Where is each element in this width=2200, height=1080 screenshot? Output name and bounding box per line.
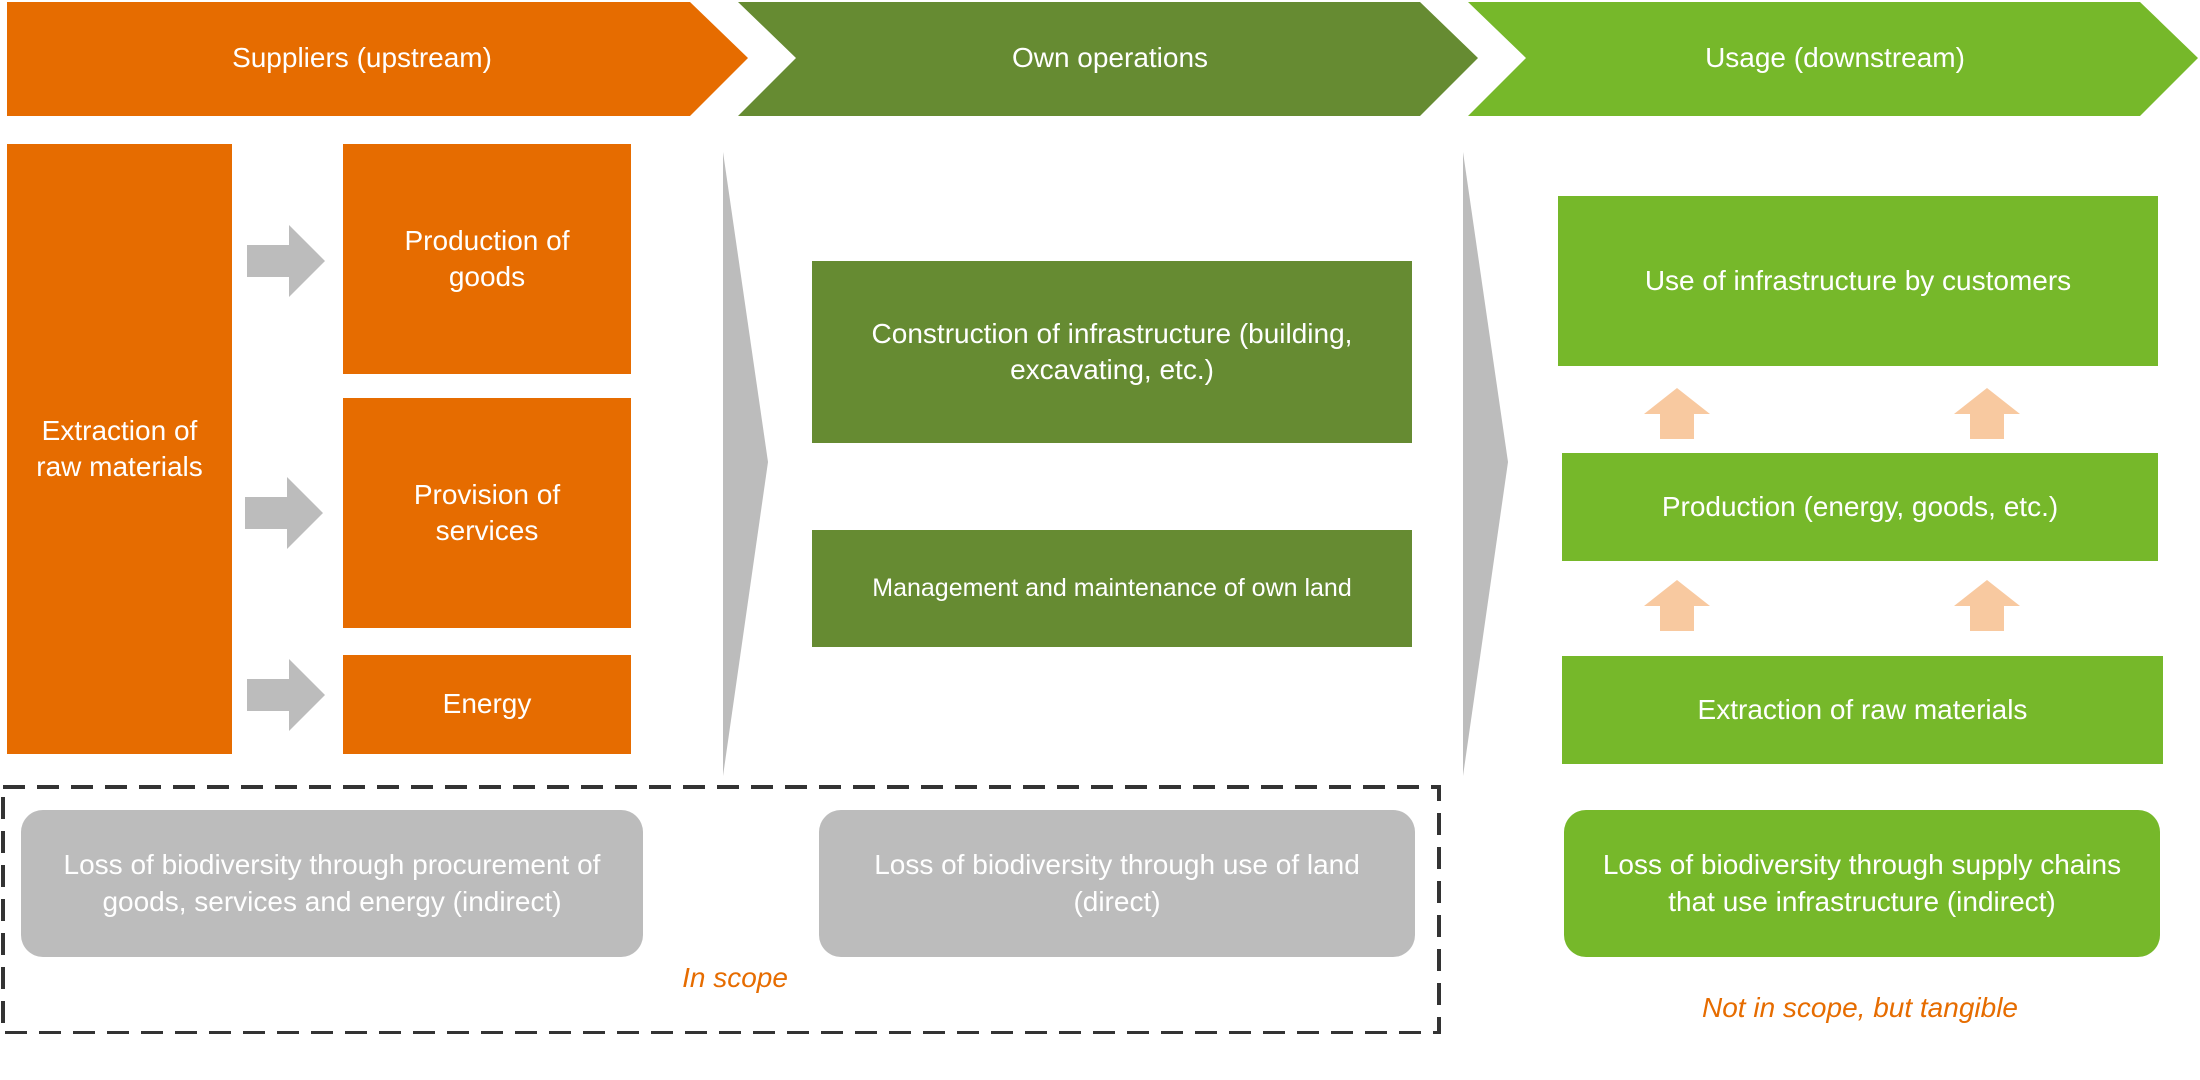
up-arrow-icon — [1954, 580, 2020, 631]
header-chevron-own — [738, 2, 1478, 116]
box-energy: Energy — [343, 655, 631, 754]
header-chevron-usage — [1468, 2, 2198, 116]
up-arrow-icon — [1954, 388, 2020, 439]
note-in-scope: In scope — [682, 962, 788, 993]
box-usage-extraction-raw-materials: Extraction of raw materials — [1562, 656, 2163, 764]
right-arrow-icon — [247, 225, 325, 297]
box-management-own-land: Management and maintenance of own land — [812, 530, 1412, 647]
loss-procurement-indirect: Loss of biodiversity through procurement… — [21, 810, 643, 957]
box-provision-of-services: Provision of services — [343, 398, 631, 628]
chevron-separator-icon — [723, 152, 768, 776]
up-arrow-icon — [1644, 580, 1710, 631]
header-chevron-suppliers — [7, 2, 748, 116]
loss-supply-chains-indirect: Loss of biodiversity through supply chai… — [1564, 810, 2160, 957]
note-not-in-scope: Not in scope, but tangible — [1702, 992, 2018, 1023]
in-scope-boundary — [1, 785, 1441, 1034]
box-construction-infrastructure: Construction of infrastructure (building… — [812, 261, 1412, 443]
right-arrow-icon — [247, 659, 325, 731]
header-suppliers: Suppliers (upstream) — [232, 42, 492, 73]
header-chevrons — [7, 2, 2198, 116]
header-own-operations: Own operations — [1011, 42, 1209, 73]
box-use-of-infrastructure: Use of infrastructure by customers — [1558, 196, 2158, 366]
box-extraction-raw-materials: Extraction of raw materials — [7, 144, 232, 754]
loss-land-use-direct: Loss of biodiversity through use of land… — [819, 810, 1415, 957]
box-production-of-goods: Production of goods — [343, 144, 631, 374]
right-arrow-icon — [245, 477, 323, 549]
header-usage: Usage (downstream) — [1705, 42, 1965, 73]
chevron-separator-icon — [1463, 152, 1508, 776]
box-production-energy-goods: Production (energy, goods, etc.) — [1562, 453, 2158, 561]
up-arrow-icon — [1644, 388, 1710, 439]
